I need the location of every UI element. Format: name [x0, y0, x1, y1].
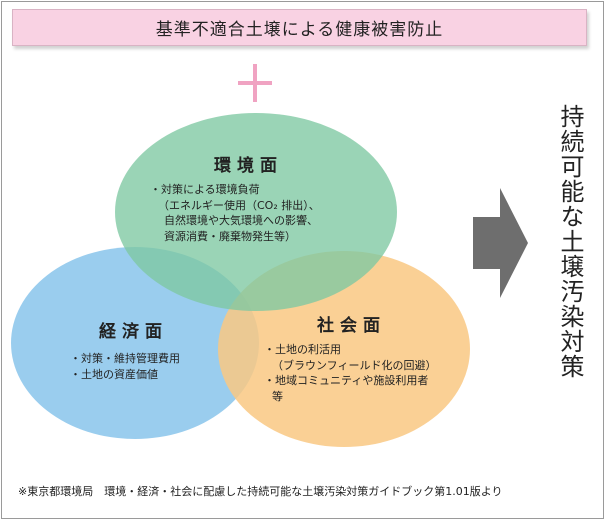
- social-line: ・地域コミュニティや施設利用者: [264, 374, 429, 387]
- source-footnote: ※東京都環境局 環境・経済・社会に配慮した持続可能な土壌汚染対策ガイドブック第1…: [18, 485, 503, 498]
- social-line: 等: [272, 389, 283, 403]
- environment-line: （エネルギー使用（CO₂ 排出）、: [158, 198, 320, 212]
- social-body: ・土地の利活用 （ブラウンフィールド化の回避） ・地域コミュニティや施設利用者 …: [264, 342, 436, 404]
- economic-line: ・対策・維持管理費用: [70, 352, 180, 365]
- economic-title: 経済面: [99, 322, 168, 342]
- environment-title: 環境面: [214, 156, 283, 176]
- environment-body: ・対策による環境負荷 （エネルギー使用（CO₂ 排出）、 自然環境や大気環境への…: [150, 182, 320, 244]
- goal-banner-text: 基準不適合土壌による健康被害防止: [155, 20, 444, 40]
- plus-icon: [238, 64, 272, 102]
- goal-banner: 基準不適合土壌による健康被害防止: [12, 9, 587, 46]
- environment-line: 資源消費・廃棄物発生等）: [164, 229, 296, 243]
- environment-circle: [115, 113, 397, 311]
- social-line: （ブラウンフィールド化の回避）: [272, 358, 437, 372]
- environment-line: ・対策による環境負荷: [150, 183, 260, 196]
- right-arrow-icon: [473, 188, 528, 298]
- environment-line: 自然環境や大気環境への影響、: [164, 214, 318, 227]
- economic-body: ・対策・維持管理費用 ・土地の資産価値: [70, 351, 180, 382]
- social-line: ・土地の利活用: [264, 343, 341, 356]
- side-title: 持続可能な土壌汚染対策: [556, 104, 584, 379]
- social-title: 社会面: [317, 316, 386, 336]
- economic-line: ・土地の資産価値: [70, 367, 158, 381]
